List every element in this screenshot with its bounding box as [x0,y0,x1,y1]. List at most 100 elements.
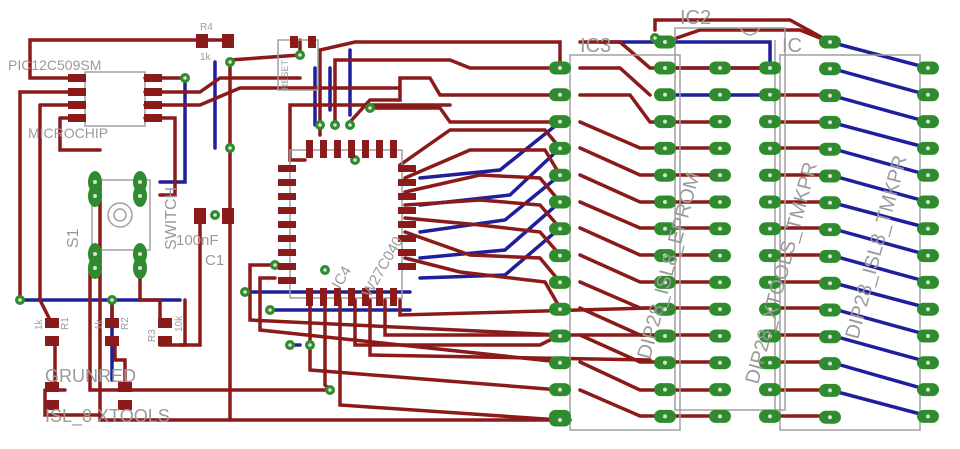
pic-pad [144,88,162,96]
pic-pad [68,88,86,96]
drill-hole [768,173,772,178]
drill-hole [663,200,667,204]
ic1-label: IC [782,35,802,57]
smd-pads [45,34,416,410]
drill-hole [663,173,667,178]
through-hole-pads [15,33,939,427]
drill-hole [828,174,832,178]
ic2-label: IC2 [680,7,711,29]
r1-label: R1 [60,317,71,330]
drill-hole [138,266,142,270]
drill-hole [663,92,667,97]
drill-hole [828,361,832,366]
pic-outline [84,71,146,127]
via-hole [228,60,232,64]
drill-hole [926,387,930,392]
pic-name-label: PIC12C509SM [8,57,101,73]
drill-hole [558,387,562,392]
drill-hole [828,281,832,286]
r4-pad [196,34,208,48]
drill-hole [663,307,667,312]
drill-hole [718,360,722,365]
drill-hole [768,414,772,419]
via-hole [353,158,357,162]
r4-pad [222,34,234,48]
via-hole [288,343,292,347]
via-hole [243,290,247,294]
pic-pad [68,114,86,122]
via-hole [368,106,372,110]
drill-hole [663,253,667,258]
drill-hole [828,120,832,125]
pic-pad [144,114,162,122]
pic-pad [68,101,86,109]
ic2-outline [674,27,786,411]
ic1-outline [779,54,921,431]
drill-hole [138,194,142,198]
via-hole [318,123,322,127]
r3-value-label: 10k [174,315,185,332]
drill-hole [558,334,562,338]
drill-hole [828,200,832,205]
drill-hole [926,92,930,97]
r1-value-label: 1k [34,318,45,330]
drill-hole [718,119,722,124]
via-hole [268,308,272,312]
drill-hole [138,180,142,184]
drill-hole [828,254,832,259]
via-hole [323,268,327,272]
drill-hole [768,146,772,151]
top-layer-traces [18,18,832,422]
drill-hole [663,119,667,124]
reset-label: RESET [280,59,290,90]
c1-pad [222,208,234,224]
drill-hole [926,280,930,285]
pic-pad [68,74,86,82]
ic3-outline [569,54,681,431]
drill-hole [828,415,832,420]
via-hole [348,123,352,127]
drill-hole [93,194,97,198]
c1-pad [194,208,206,224]
drill-hole [718,414,722,419]
drill-hole [926,146,930,151]
via-hole [228,146,232,150]
via-hole [183,76,187,80]
drill-hole [718,173,722,178]
drill-hole [558,360,562,365]
r4-label: R4 [200,22,213,33]
drill-hole [663,414,667,419]
via-hole [213,213,217,217]
drill-hole [926,334,930,338]
via-hole [273,263,277,267]
drill-hole [558,200,562,204]
drill-hole [926,66,930,70]
grunred-label: GRUNRED [45,366,136,386]
drill-hole [718,334,722,338]
drill-hole [558,280,562,285]
drill-hole [926,200,930,204]
drill-hole [663,40,667,44]
drill-hole [718,92,722,97]
r2-value-label: 1k [94,318,105,330]
via-hole [328,388,332,392]
drill-hole [718,146,722,151]
via-hole [308,343,312,347]
drill-hole [558,307,562,312]
drill-hole [663,280,667,285]
drill-hole [558,418,562,422]
drill-hole [718,66,722,70]
drill-hole [558,92,562,97]
drill-hole [768,66,772,70]
drill-hole [768,119,772,124]
drill-hole [926,226,930,231]
drill-hole [926,360,930,365]
drill-hole [663,66,667,70]
drill-hole [828,227,832,232]
drill-hole [768,307,772,312]
drill-hole [828,388,832,393]
pic-vendor-label: MICROCHIP [28,125,108,141]
drill-hole [768,200,772,204]
drill-hole [718,387,722,392]
pic-pad [144,101,162,109]
